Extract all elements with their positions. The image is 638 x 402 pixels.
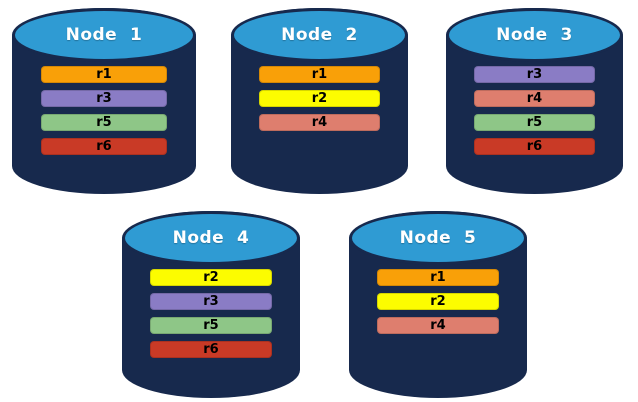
- node-1-replica-list: r1 r3 r5 r6: [12, 66, 196, 155]
- replica-bar-r6: r6: [41, 138, 167, 155]
- node-5-replica-list: r1 r2 r4: [349, 269, 527, 334]
- replica-bar-r3: r3: [150, 293, 272, 310]
- replica-bar-r4: r4: [474, 90, 595, 107]
- replica-bar-r3: r3: [474, 66, 595, 83]
- replica-bar-r5: r5: [41, 114, 167, 131]
- replica-bar-r1: r1: [41, 66, 167, 83]
- node-4-cylinder: Node 4 r2 r3 r5 r6: [122, 211, 300, 398]
- replica-bar-r1: r1: [377, 269, 499, 286]
- node-4-replica-list: r2 r3 r5 r6: [122, 269, 300, 358]
- replica-bar-r6: r6: [474, 138, 595, 155]
- node-1-cylinder: Node 1 r1 r3 r5 r6: [12, 8, 196, 194]
- replica-bar-r2: r2: [150, 269, 272, 286]
- node-2-title: Node 2: [281, 25, 358, 45]
- node-3-top-ellipse: Node 3: [446, 8, 623, 62]
- node-2-top-ellipse: Node 2: [231, 8, 408, 62]
- replica-bar-r5: r5: [150, 317, 272, 334]
- node-5-title: Node 5: [399, 228, 477, 248]
- node-2-replica-list: r1 r2 r4: [231, 66, 408, 131]
- node-3-replica-list: r3 r4 r5 r6: [446, 66, 623, 155]
- node-1-title: Node 1: [65, 25, 143, 45]
- replica-bar-r2: r2: [259, 90, 380, 107]
- node-4-top-ellipse: Node 4: [122, 211, 300, 265]
- replica-bar-r6: r6: [150, 341, 272, 358]
- replica-bar-r3: r3: [41, 90, 167, 107]
- node-5-cylinder: Node 5 r1 r2 r4: [349, 211, 527, 398]
- node-3-cylinder: Node 3 r3 r4 r5 r6: [446, 8, 623, 194]
- node-4-title: Node 4: [172, 228, 250, 248]
- node-2-cylinder: Node 2 r1 r2 r4: [231, 8, 408, 194]
- replica-bar-r4: r4: [377, 317, 499, 334]
- node-1-top-ellipse: Node 1: [12, 8, 196, 62]
- node-5-top-ellipse: Node 5: [349, 211, 527, 265]
- replica-bar-r4: r4: [259, 114, 380, 131]
- replica-bar-r1: r1: [259, 66, 380, 83]
- node-3-title: Node 3: [496, 25, 573, 45]
- replica-bar-r2: r2: [377, 293, 499, 310]
- replica-bar-r5: r5: [474, 114, 595, 131]
